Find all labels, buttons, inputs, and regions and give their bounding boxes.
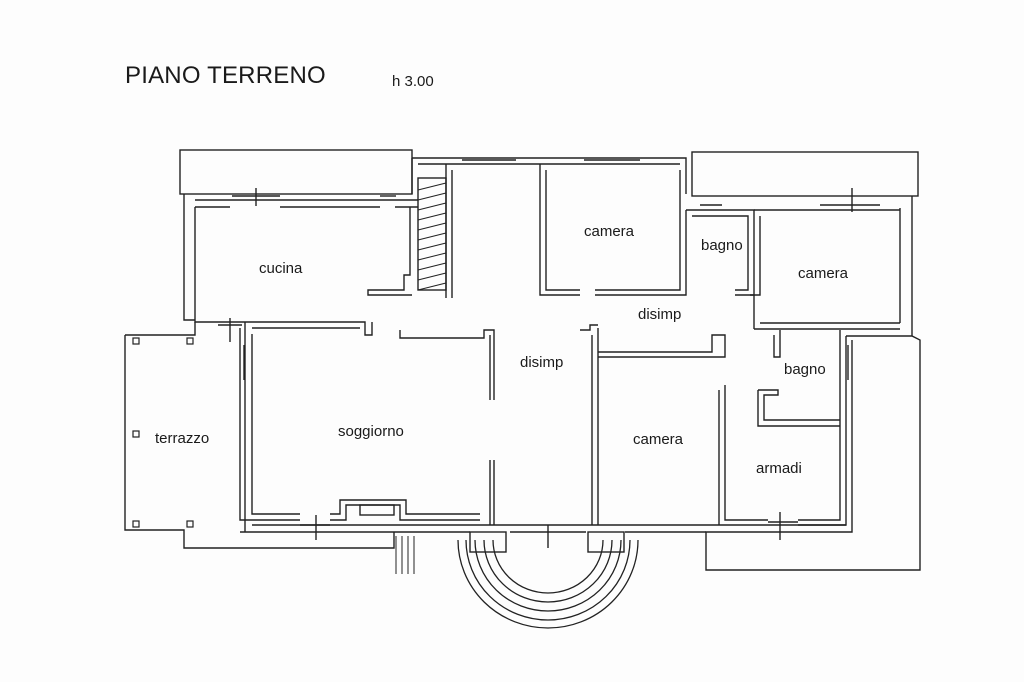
terrace-posts: [132, 337, 194, 528]
room-label-camera-bottom: camera: [633, 431, 684, 448]
room-label-disimp-top: disimp: [638, 306, 681, 323]
planter-top-left: [179, 149, 413, 195]
ceiling-height-label: h 3.00: [392, 73, 434, 90]
room-label-armadi: armadi: [756, 460, 802, 477]
room-label-camera-right: camera: [798, 265, 849, 282]
plan-title: PIANO TERRENO: [125, 62, 326, 89]
room-label-bagno-top: bagno: [701, 237, 743, 254]
room-label-bagno-right: bagno: [784, 361, 826, 378]
room-label-disimp-center: disimp: [520, 354, 563, 371]
room-label-cucina: cucina: [259, 260, 303, 277]
room-label-terrazzo: terrazzo: [155, 430, 209, 447]
semicircular-steps: [457, 539, 639, 629]
room-label-camera-top: camera: [584, 223, 635, 240]
walls: [124, 149, 921, 629]
windows: [218, 159, 880, 548]
planter-top-right: [691, 151, 919, 197]
room-label-soggiorno: soggiorno: [338, 423, 404, 440]
